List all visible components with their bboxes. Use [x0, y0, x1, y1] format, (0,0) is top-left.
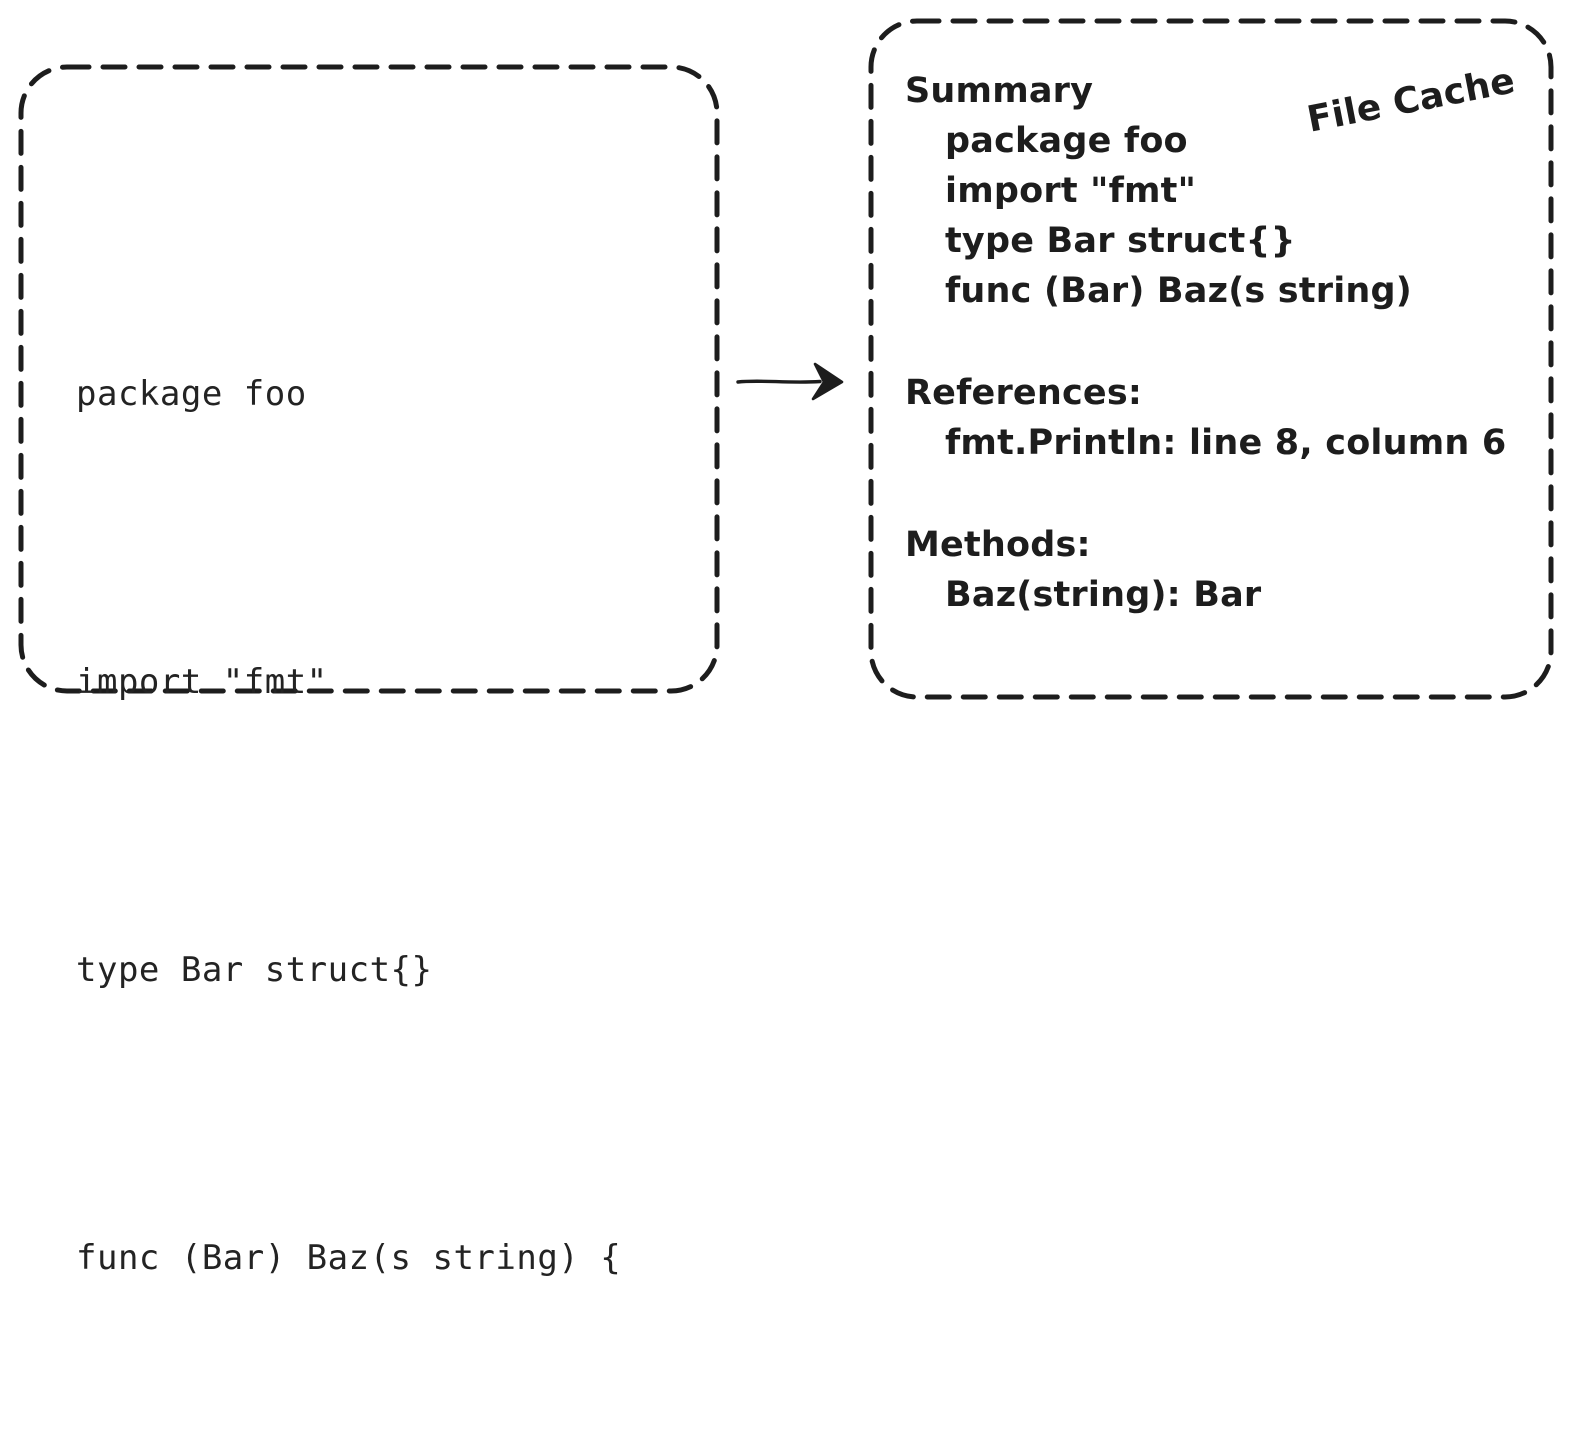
arrow-right-icon: [736, 362, 844, 401]
summary-item: import "fmt": [945, 171, 1197, 211]
code-line: func (Bar) Baz(s string) {: [76, 1238, 622, 1278]
file-cache-box: File Cache Summary package foo import "f…: [868, 18, 1554, 700]
methods-item: Baz(string): Bar: [945, 575, 1262, 615]
file-cache-content: Summary package foo import "fmt" type Ba…: [905, 66, 1515, 620]
summary-item: type Bar struct{}: [945, 221, 1296, 261]
source-file-box: package foo import "fmt" type Bar struct…: [18, 64, 720, 1278]
diagram-canvas: package foo import "fmt" type Bar struct…: [18, 18, 1554, 1278]
source-code-text: package foo import "fmt" type Bar struct…: [76, 154, 621, 1444]
summary-item: package foo: [945, 121, 1188, 161]
references-heading: References:: [905, 373, 1143, 413]
summary-heading: Summary: [905, 71, 1094, 111]
section-spacer: [905, 468, 1515, 520]
code-line: package foo: [76, 374, 307, 414]
methods-heading: Methods:: [905, 525, 1091, 565]
code-line: type Bar struct{}: [76, 950, 433, 990]
section-spacer: [905, 316, 1515, 368]
code-line: import "fmt": [76, 662, 328, 702]
summary-item: func (Bar) Baz(s string): [945, 271, 1412, 311]
references-item: fmt.Println: line 8, column 6: [945, 423, 1507, 463]
